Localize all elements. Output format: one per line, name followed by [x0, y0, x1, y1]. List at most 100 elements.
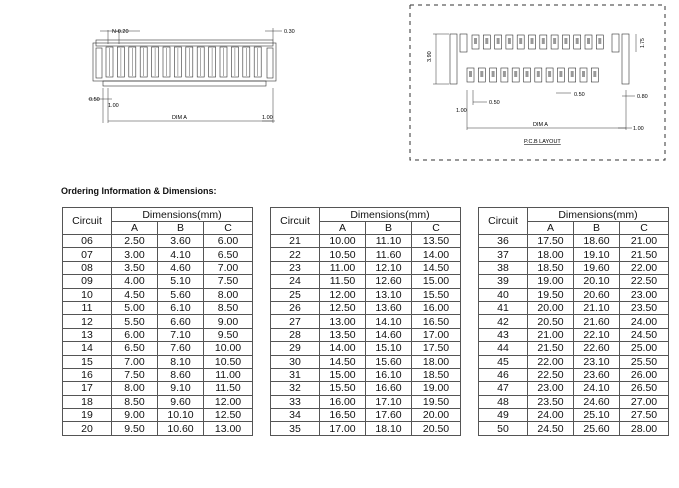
cell-b: 12.60: [365, 274, 412, 289]
cell-c: 15.00: [411, 274, 461, 289]
cell-c: 28.00: [619, 421, 669, 436]
cell-b: 3.60: [157, 233, 204, 249]
pcb-label-right: 0.80: [637, 94, 648, 100]
cell-a: 11.50: [319, 274, 366, 289]
cell-c: 8.00: [203, 287, 253, 302]
cell-circuit: 35: [270, 421, 320, 436]
dim-label-dim-a: DIM A: [172, 115, 187, 121]
cell-a: 19.00: [527, 274, 574, 289]
cell-b: 13.10: [365, 287, 412, 302]
header-b: B: [365, 221, 412, 235]
cell-a: 14.00: [319, 341, 366, 356]
cell-b: 10.60: [157, 421, 204, 436]
cell-b: 9.60: [157, 394, 204, 410]
cell-a: 17.00: [319, 421, 366, 436]
cell-c: 16.00: [411, 300, 461, 316]
header-b: B: [573, 221, 620, 235]
cell-circuit: 31: [270, 367, 320, 383]
cell-circuit: 46: [478, 367, 528, 383]
cell-b: 7.60: [157, 341, 204, 356]
cell-b: 6.10: [157, 300, 204, 316]
cell-b: 11.10: [365, 233, 412, 249]
header-a: A: [111, 221, 158, 235]
cell-circuit: 48: [478, 394, 528, 410]
cell-circuit: 34: [270, 408, 320, 423]
header-a: A: [319, 221, 366, 235]
cell-c: 27.00: [619, 394, 669, 410]
cell-circuit: 29: [270, 341, 320, 356]
cell-a: 6.50: [111, 341, 158, 356]
cell-circuit: 22: [270, 247, 320, 262]
cell-b: 4.10: [157, 247, 204, 262]
cell-c: 22.50: [619, 274, 669, 289]
cell-circuit: 33: [270, 394, 320, 410]
cell-circuit: 27: [270, 314, 320, 329]
cell-c: 26.00: [619, 367, 669, 383]
cell-circuit: 32: [270, 381, 320, 396]
cell-a: 9.00: [111, 408, 158, 423]
cell-c: 9.00: [203, 314, 253, 329]
cell-c: 25.00: [619, 341, 669, 356]
cell-a: 16.50: [319, 408, 366, 423]
cell-c: 27.50: [619, 408, 669, 423]
cell-c: 18.50: [411, 367, 461, 383]
header-dimensions: Dimensions(mm): [527, 207, 669, 222]
cell-c: 14.50: [411, 260, 461, 276]
section-title: Ordering Information & Dimensions:: [61, 186, 217, 196]
cell-b: 25.60: [573, 421, 620, 436]
cell-circuit: 10: [62, 287, 112, 302]
cell-a: 3.50: [111, 260, 158, 276]
cell-c: 16.50: [411, 314, 461, 329]
cell-c: 7.00: [203, 260, 253, 276]
cell-c: 10.50: [203, 354, 253, 369]
cell-b: 14.10: [365, 314, 412, 329]
cell-circuit: 21: [270, 233, 320, 249]
cell-b: 17.60: [365, 408, 412, 423]
cell-a: 3.00: [111, 247, 158, 262]
header-c: C: [203, 221, 253, 235]
cell-b: 21.60: [573, 314, 620, 329]
cell-b: 8.60: [157, 367, 204, 383]
cell-c: 25.50: [619, 354, 669, 369]
cell-c: 7.50: [203, 274, 253, 289]
cell-b: 16.10: [365, 367, 412, 383]
cell-b: 8.10: [157, 354, 204, 369]
cell-c: 17.00: [411, 327, 461, 343]
cell-b: 4.60: [157, 260, 204, 276]
cell-c: 19.50: [411, 394, 461, 410]
cell-c: 24.50: [619, 327, 669, 343]
cell-c: 11.00: [203, 367, 253, 383]
cell-b: 5.10: [157, 274, 204, 289]
pcb-label-end: 1.00: [633, 126, 644, 132]
cell-a: 12.50: [319, 300, 366, 316]
cell-c: 17.50: [411, 341, 461, 356]
cell-c: 6.00: [203, 233, 253, 249]
cell-b: 12.10: [365, 260, 412, 276]
cell-c: 19.00: [411, 381, 461, 396]
cell-a: 21.00: [527, 327, 574, 343]
header-c: C: [411, 221, 461, 235]
pcb-label-height: 3.90: [427, 51, 433, 62]
cell-a: 2.50: [111, 233, 158, 249]
cell-circuit: 44: [478, 341, 528, 356]
dim-label-pitch: 1.00: [108, 103, 119, 109]
pcb-label-pad-pitch: 0.50: [574, 92, 585, 98]
cell-circuit: 11: [62, 300, 112, 316]
header-c: C: [619, 221, 669, 235]
